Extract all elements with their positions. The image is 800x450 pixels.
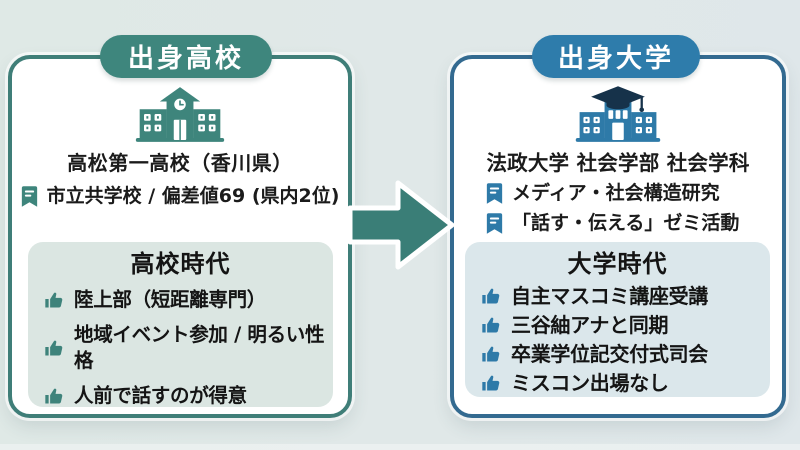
thumbs-up-icon (481, 373, 502, 394)
list-item: 三谷紬アナと同期 (465, 314, 770, 337)
university-header-pill: 出身大学 (532, 35, 700, 78)
thumbs-up-icon (44, 290, 65, 311)
thumbs-up-icon (481, 315, 502, 336)
high-school-badge-text: 市立共学校 / 偏差値69 (県内2位) (46, 185, 340, 207)
high-school-card: 出身高校 (8, 35, 352, 418)
university-badge-line: メディア・社会構造研究 (454, 182, 782, 205)
right-arrow-icon (347, 180, 455, 270)
thumbs-up-icon (481, 344, 502, 365)
university-building-icon (454, 84, 782, 146)
high-school-era-title: 高校時代 (130, 250, 231, 278)
bookmark-icon (486, 213, 503, 234)
school-building-icon (12, 84, 348, 146)
bookmark-icon (21, 186, 38, 207)
list-item: 卒業学位記交付式司会 (465, 343, 770, 366)
high-school-era-box: 高校時代 陸上部（短距離専門） 地域イベント参加 / 明るい (28, 242, 333, 407)
university-badge-line: 「話す・伝える」ゼミ活動 (454, 212, 782, 235)
thumbs-up-icon (44, 338, 65, 359)
university-badge-text: メディア・社会構造研究 (512, 182, 720, 204)
bookmark-icon (486, 183, 503, 204)
list-item: 地域イベント参加 / 明るい性格 (28, 322, 333, 374)
high-school-title: 高松第一高校（香川県） (67, 151, 293, 175)
university-era-box: 大学時代 自主マスコミ講座受講 三谷紬アナと同期 (465, 242, 770, 397)
university-card: 出身大学 (450, 35, 786, 418)
list-item: 陸上部（短距離専門） (28, 287, 333, 313)
thumbs-up-icon (481, 286, 502, 307)
university-badge-text: 「話す・伝える」ゼミ活動 (512, 212, 740, 234)
high-school-header-label: 出身高校 (127, 44, 244, 74)
list-item: 自主マスコミ講座受講 (465, 285, 770, 308)
university-era-title: 大学時代 (567, 250, 668, 278)
bottom-edge-strip (0, 444, 800, 450)
thumbs-up-icon (44, 386, 65, 407)
high-school-header-pill: 出身高校 (100, 35, 272, 78)
list-item: 人前で話すのが得意 (28, 383, 333, 409)
high-school-badge-line: 市立共学校 / 偏差値69 (県内2位) (12, 185, 348, 208)
university-title: 法政大学 社会学部 社会学科 (486, 151, 750, 175)
university-header-label: 出身大学 (557, 44, 674, 74)
list-item: ミスコン出場なし (465, 372, 770, 395)
